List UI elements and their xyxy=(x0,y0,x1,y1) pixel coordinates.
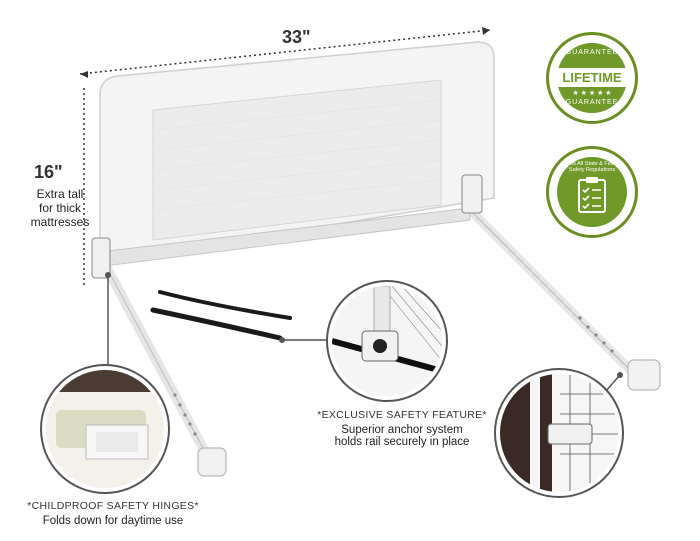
width-dimension-label: 33" xyxy=(282,27,311,47)
anchor-callout: *EXCLUSIVE SAFETY FEATURE* Superior anch… xyxy=(314,409,490,448)
hinge-detail-photo xyxy=(42,366,168,492)
anchor-callout-line: holds rail securely in place xyxy=(334,436,470,448)
lifetime-guarantee-badge: GUARANTEE LIFETIME ★ ★ ★ ★ ★ GUARANTEE xyxy=(546,32,638,124)
hinges-callout: *CHILDPROOF SAFETY HINGES* Folds down fo… xyxy=(8,500,218,527)
badge-top-arc-text: GUARANTEE xyxy=(565,49,619,56)
height-dimension-label: 16" xyxy=(34,162,63,182)
hinges-callout-text: Folds down for daytime use xyxy=(42,515,184,527)
height-note-line: mattresses xyxy=(30,215,90,229)
hinges-callout-title: *CHILDPROOF SAFETY HINGES* xyxy=(27,500,199,512)
bed-frame-detail-photo xyxy=(496,370,622,496)
height-note: Extra tall for thick mattresses xyxy=(18,187,102,229)
badge-stars-icon: ★ ★ ★ ★ ★ xyxy=(572,90,612,97)
height-note-line: Extra tall xyxy=(36,187,84,201)
badge-bottom-arc-text: GUARANTEE xyxy=(565,99,619,106)
height-note-line: for thick xyxy=(38,201,81,215)
clipboard-checklist-icon xyxy=(578,177,606,213)
anchor-detail-photo xyxy=(328,282,446,400)
anchor-callout-line: Superior anchor system xyxy=(341,424,463,436)
badge-arc-text: Meets All State & Federal Safety Regulat… xyxy=(560,161,624,173)
safety-regulations-badge: Meets All State & Federal Safety Regulat… xyxy=(546,146,638,238)
anchor-callout-title: *EXCLUSIVE SAFETY FEATURE* xyxy=(317,409,487,421)
badge-center-text: LIFETIME xyxy=(553,68,631,87)
